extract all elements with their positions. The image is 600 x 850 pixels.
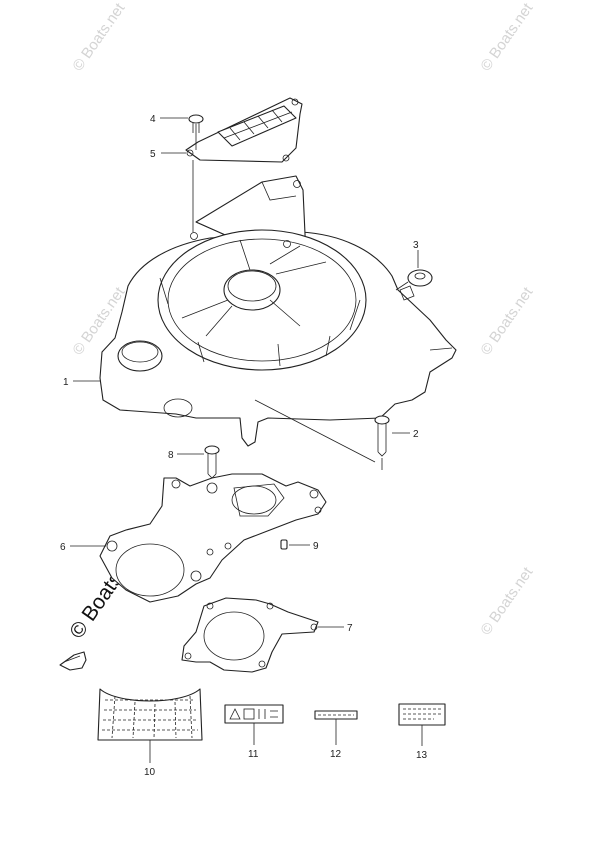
callout-9: 9	[313, 541, 319, 552]
part-bolt-2	[374, 415, 390, 457]
part-label-11	[224, 704, 284, 724]
part-label-12	[314, 710, 358, 720]
part-screw-4	[188, 114, 204, 133]
watermark-text: © Boats.net	[69, 0, 128, 74]
part-bracket-6	[99, 473, 327, 603]
callout-11: 11	[248, 749, 259, 760]
callout-12: 12	[330, 749, 342, 760]
part-pad-10	[97, 688, 203, 741]
watermark-top-left: © Boats.net	[69, 0, 128, 74]
watermark-lower-right: © Boats.net	[477, 563, 536, 638]
callout-3: 3	[413, 240, 419, 251]
part-bolt-8	[204, 445, 220, 479]
part-label-13	[398, 703, 446, 726]
watermark-top-right: © Boats.net	[477, 0, 536, 74]
watermark-mid-right: © Boats.net	[477, 283, 536, 358]
assembly-line-bolt2	[254, 399, 376, 463]
callout-1: 1	[63, 377, 69, 388]
part-flywheel-cover	[99, 175, 457, 447]
leader-lines	[70, 117, 423, 763]
callout-5: 5	[150, 149, 156, 160]
callout-10: 10	[144, 767, 156, 778]
front-arrow-icon	[59, 651, 87, 671]
callout-7: 7	[347, 623, 353, 634]
part-gasket-7	[181, 597, 319, 673]
callout-2: 2	[413, 429, 419, 440]
watermark-text: © Boats.net	[477, 0, 536, 74]
callouts: 1 2 3 4 5 6 7 8 9 10 11 12 13	[60, 114, 428, 778]
callout-8: 8	[168, 450, 174, 461]
callout-13: 13	[416, 750, 428, 761]
assembly-line-grommet	[395, 281, 409, 291]
watermark-text: © Boats.net	[477, 283, 536, 358]
callout-4: 4	[150, 114, 156, 125]
part-pin-9	[280, 539, 288, 550]
part-grommet-3	[407, 269, 433, 287]
callout-6: 6	[60, 542, 66, 553]
part-grille-plate-5	[185, 97, 303, 163]
watermark-text: © Boats.net	[477, 563, 536, 638]
